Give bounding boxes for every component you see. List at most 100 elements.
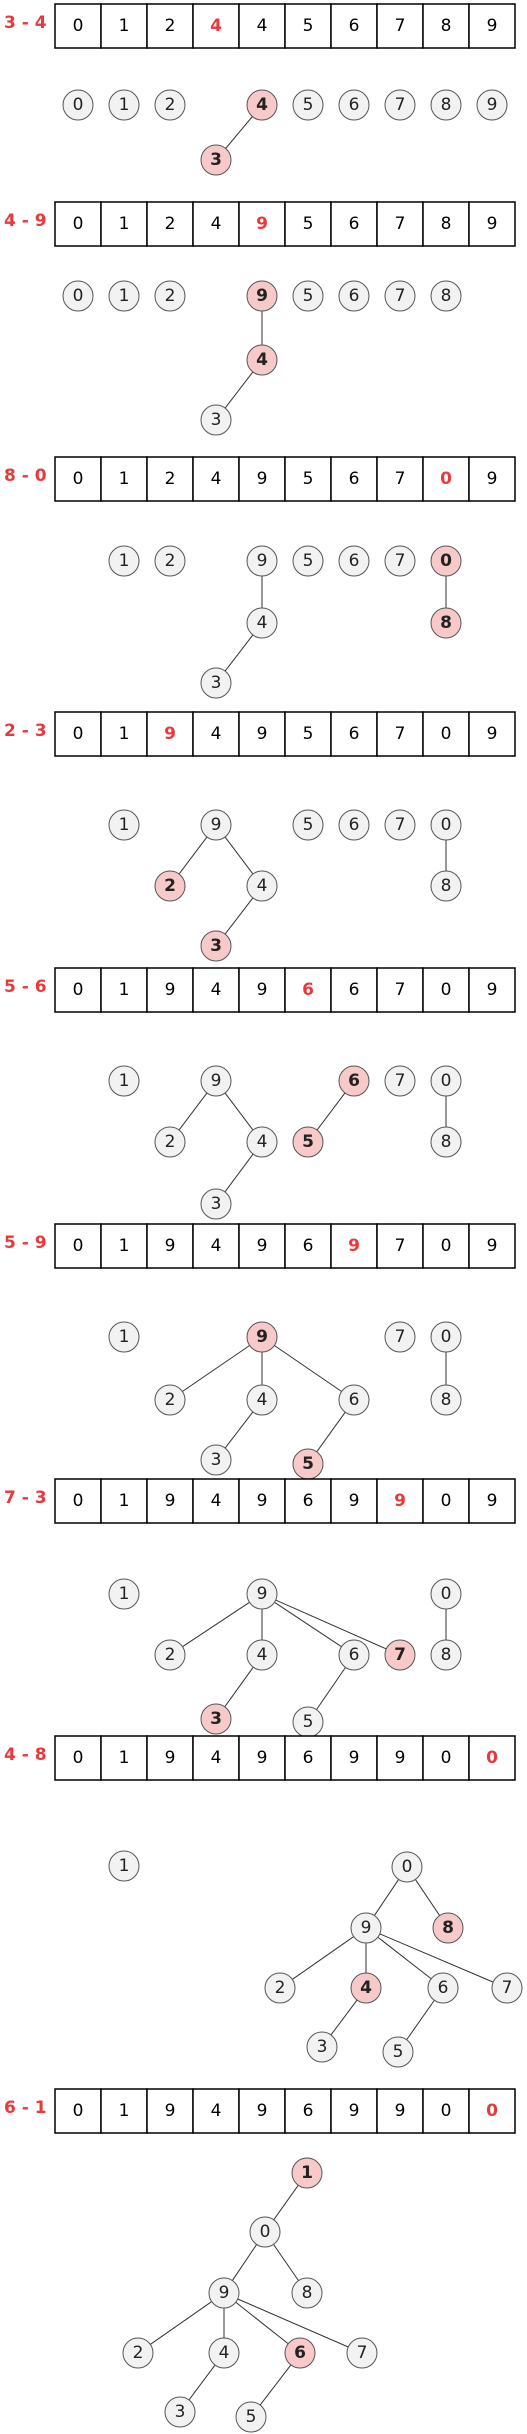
array-cell-value: 9 [395,2101,406,2121]
node-label: 9 [257,1584,268,1604]
array-cell [100,2088,148,2134]
array-cell [146,3,194,49]
tree-node: 4 [246,344,278,376]
node-circle [200,1188,232,1220]
array-cell [422,201,470,247]
tree-node: 1 [108,1578,140,1610]
node-label: 4 [360,1978,372,1998]
array-cell [330,1478,378,1524]
tree-node: 7 [384,1639,416,1671]
node-circle [122,2337,154,2369]
node-circle [338,280,370,312]
node-circle [154,280,186,312]
array-cell-value: 1 [119,1491,130,1511]
tree-node: 7 [384,89,416,121]
array-cell-value: 1 [119,2101,130,2121]
array-cell [54,967,102,1013]
node-label: 8 [441,1132,452,1152]
array-cell-value: 4 [211,1236,222,1256]
node-circle [430,1578,462,1610]
node-circle [430,545,462,577]
array-cell-value: 0 [486,1748,498,1768]
array-cell [54,1223,102,1269]
array-cell-value: 5 [303,214,314,234]
array-cell [422,1223,470,1269]
node-label: 8 [441,1390,452,1410]
node-label: 1 [119,1327,130,1347]
node-circle [476,89,508,121]
node-label: 5 [303,1712,314,1732]
node-label: 7 [357,2343,368,2363]
node-circle [246,344,278,376]
tree-node: 4 [208,2337,240,2369]
array-cell-value: 9 [164,724,176,744]
node-label: 2 [275,1978,286,1998]
node-circle [384,89,416,121]
node-circle [108,89,140,121]
array-cell-value: 6 [349,16,360,36]
node-label: 4 [257,1132,268,1152]
tree-node: 3 [200,667,232,699]
node-label: 4 [219,2343,230,2363]
node-label: 9 [256,286,268,306]
array-cell [146,201,194,247]
tree-edge [224,1092,254,1131]
array-cell [238,967,286,1013]
node-label: 5 [246,2407,257,2427]
node-circle [208,2277,240,2309]
array-cell-value: 4 [211,980,222,1000]
tree-node: 9 [246,545,278,577]
node-circle [382,2036,414,2068]
node-label: 5 [302,1454,314,1474]
tree-edge [182,1345,250,1392]
array-cell [376,3,424,49]
tree-node: 5 [292,809,324,841]
array-cell [146,1223,194,1269]
tree-node: 9 [246,1321,278,1353]
array-cell-value: 9 [487,214,498,234]
tree-node: 9 [476,89,508,121]
step-label: 3 - 4 [4,13,47,33]
array-cell-value: 9 [487,724,498,744]
node-label: 7 [395,95,406,115]
array-cell [100,711,148,757]
tree-node: 8 [430,607,462,639]
array-cell [146,1735,194,1781]
array-cell [468,711,516,757]
node-label: 7 [395,815,406,835]
tree-edge [377,1936,432,1980]
tree-node: 5 [292,280,324,312]
array-cell [330,711,378,757]
array-cell [284,3,332,49]
node-label: 2 [165,1390,176,1410]
tree-edge [330,1999,358,2036]
node-label: 5 [303,95,314,115]
node-label: 8 [441,95,452,115]
tree-edge [373,1879,400,1916]
array-cell-value: 9 [165,980,176,1000]
array-cell-value: 0 [73,2101,84,2121]
array-cell [330,456,378,502]
array-cell-value: 1 [119,469,130,489]
tree-edges [150,2184,349,2406]
tree-node: 8 [432,1912,464,1944]
array-cell-value: 6 [303,1491,314,1511]
node-label: 5 [393,2042,404,2062]
array-cell-value: 4 [257,16,268,36]
tree-node: 8 [291,2277,323,2309]
node-circle [62,280,94,312]
node-label: 2 [165,1645,176,1665]
tree-node: 9 [246,280,278,312]
array-cell [376,456,424,502]
array-cell-value: 6 [349,469,360,489]
array-cell-value: 7 [395,1236,406,1256]
array-cell [330,3,378,49]
tree-node: 9 [208,2277,240,2309]
array-cell-value: 7 [395,724,406,744]
node-circle [384,1321,416,1353]
